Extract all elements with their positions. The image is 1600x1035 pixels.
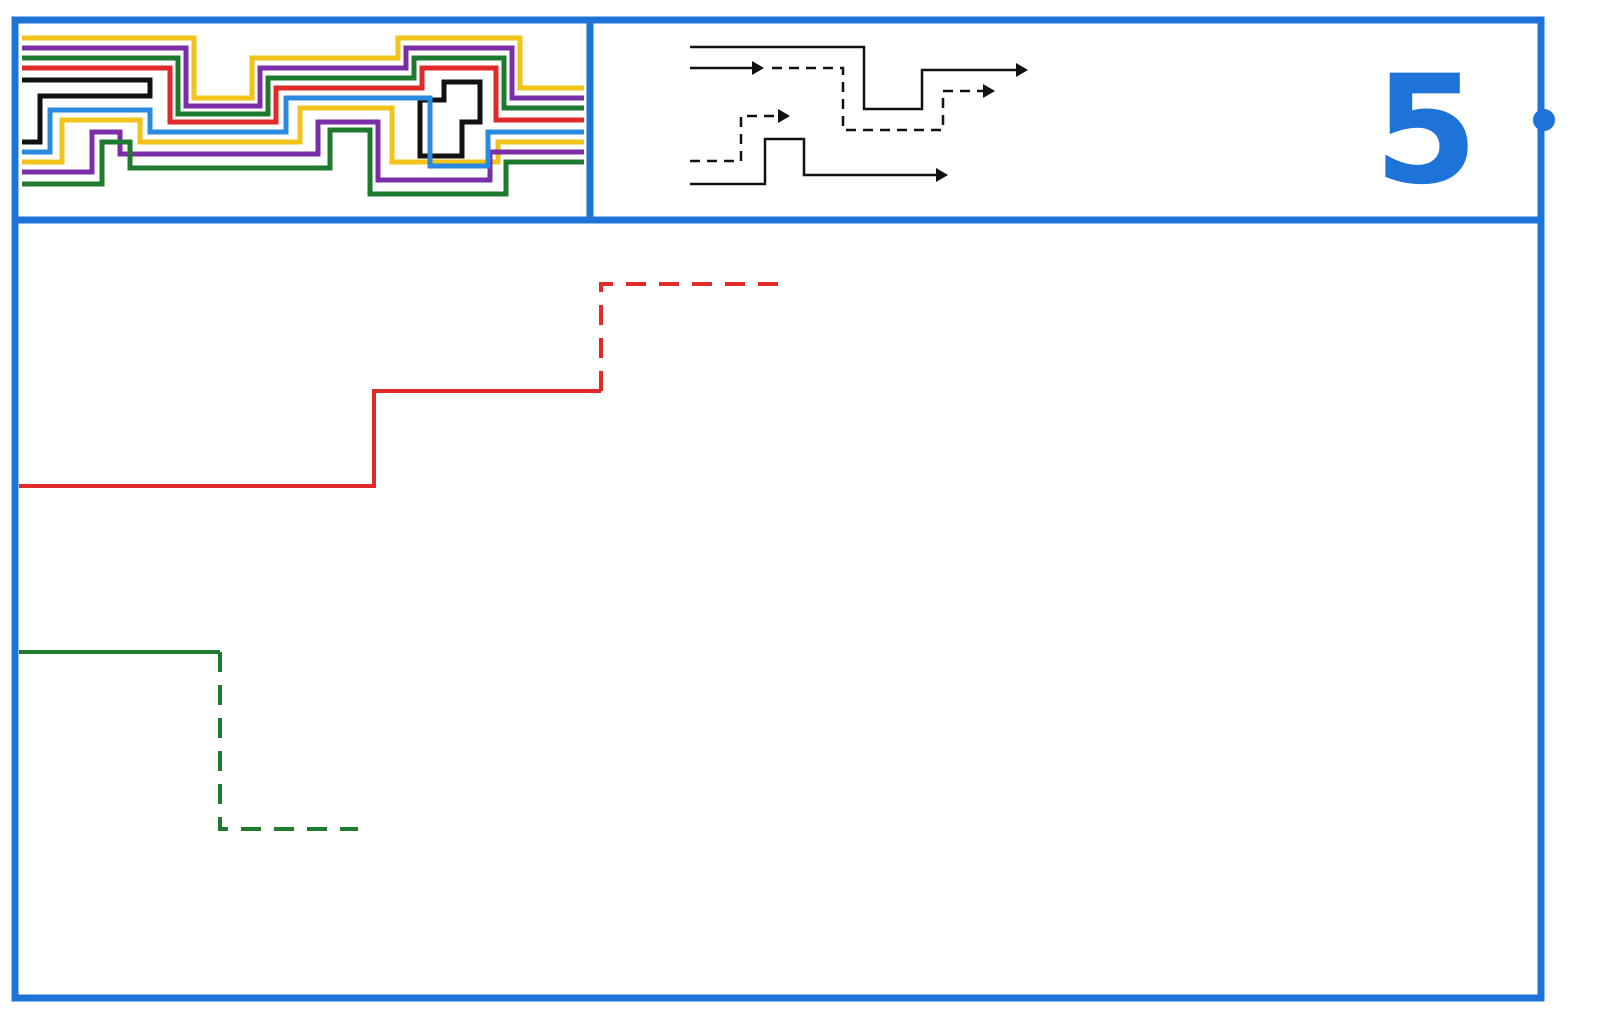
red-traced-path bbox=[19, 389, 601, 488]
green-step-exercise bbox=[19, 650, 358, 831]
red-dashed-continuation[interactable] bbox=[599, 282, 782, 391]
stepped-arrows-example-icon bbox=[690, 45, 1028, 186]
green-dashed-continuation[interactable] bbox=[218, 652, 358, 831]
binding-dot-icon bbox=[1533, 109, 1555, 131]
red-step-exercise bbox=[19, 282, 782, 488]
outer-frame bbox=[11, 16, 1545, 1002]
rainbow-meander-pattern-icon bbox=[22, 35, 584, 197]
page-number: 5 bbox=[1374, 44, 1478, 218]
